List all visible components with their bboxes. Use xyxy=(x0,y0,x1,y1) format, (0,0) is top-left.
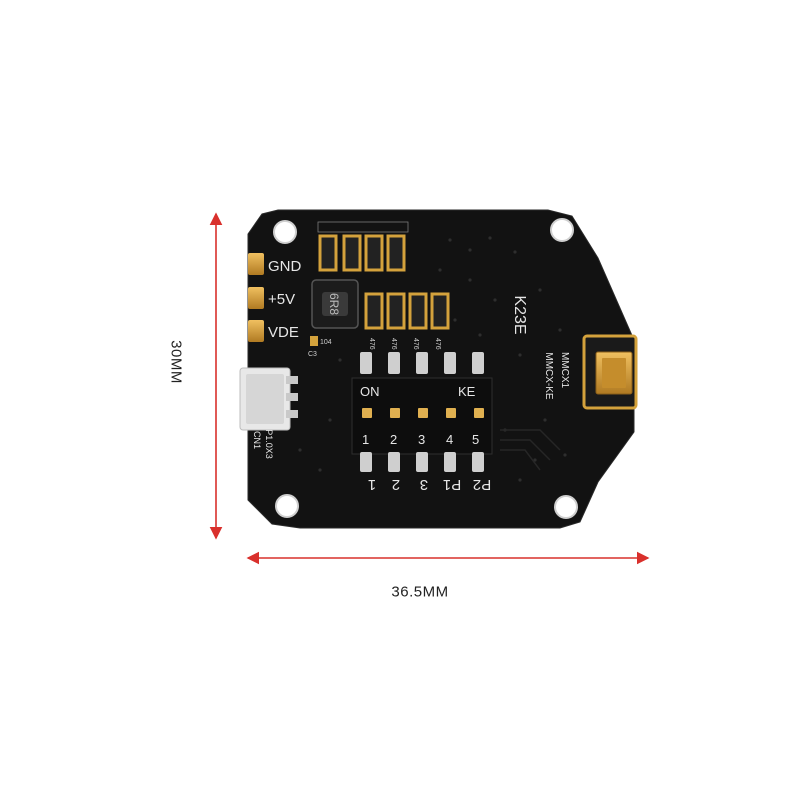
dip-number-2: 2 xyxy=(390,432,397,447)
dip-number-4: 4 xyxy=(446,432,453,447)
dip-switch-numbers: 1 2 3 4 5 xyxy=(362,432,479,447)
mounting-holes xyxy=(273,218,578,519)
via-dots xyxy=(298,236,567,482)
mmcx-connector xyxy=(582,334,638,410)
capacitor-row-top xyxy=(317,221,409,272)
dip-bottom-labels: 1 2 3 P1 P2 xyxy=(368,476,491,493)
connector-label: P1.0X3 xyxy=(264,429,274,459)
capacitor-value-labels: 476 476 476 476 xyxy=(368,338,441,350)
width-dimension-label: 36.5MM xyxy=(391,583,449,601)
antenna-label-mmcx1: MMCX1 xyxy=(559,352,570,389)
dip-switch-top-pins xyxy=(360,352,484,374)
inductor xyxy=(311,279,359,329)
pcb-traces xyxy=(500,429,561,471)
cap-value-4: 476 xyxy=(434,338,441,350)
capacitor-row-bottom xyxy=(364,292,450,330)
pad-label-gnd: GND xyxy=(268,258,302,275)
pcb-board xyxy=(247,209,635,529)
antenna-label-mmcx-ke: MMCX-KE xyxy=(543,352,554,400)
cap-value-1: 476 xyxy=(368,338,375,350)
dip-switch-toggles xyxy=(362,408,484,418)
dip-number-5: 5 xyxy=(472,432,479,447)
dip-ke-label: KE xyxy=(458,384,476,399)
dip-bottom-label-1: 1 xyxy=(368,476,376,493)
height-dimension-label: 30MM xyxy=(167,340,185,384)
dip-on-label: ON xyxy=(360,384,380,399)
small-capacitor xyxy=(310,336,318,346)
small-cap-value: 104 xyxy=(320,339,332,346)
dip-number-3: 3 xyxy=(418,432,425,447)
cap-value-2: 476 xyxy=(390,338,397,350)
power-pads xyxy=(248,253,264,342)
cap-value-3: 476 xyxy=(412,338,419,350)
inductor-marking: 6R8 xyxy=(327,293,341,315)
dip-bottom-label-2: 2 xyxy=(392,476,400,493)
pad-label-vde: VDE xyxy=(268,324,299,341)
connector-id: CN1 xyxy=(252,431,262,449)
small-cap-label: C3 xyxy=(308,351,317,358)
dip-bottom-label-p1: P1 xyxy=(443,476,461,493)
dip-bottom-label-3: 3 xyxy=(420,476,428,493)
dip-bottom-label-p2: P2 xyxy=(473,476,491,493)
dip-switch-bottom-pins xyxy=(360,452,484,472)
jst-connector xyxy=(239,367,298,431)
dip-number-1: 1 xyxy=(362,432,369,447)
chip-marking: K23E xyxy=(511,295,528,334)
pad-label-5v: +5V xyxy=(268,291,295,308)
